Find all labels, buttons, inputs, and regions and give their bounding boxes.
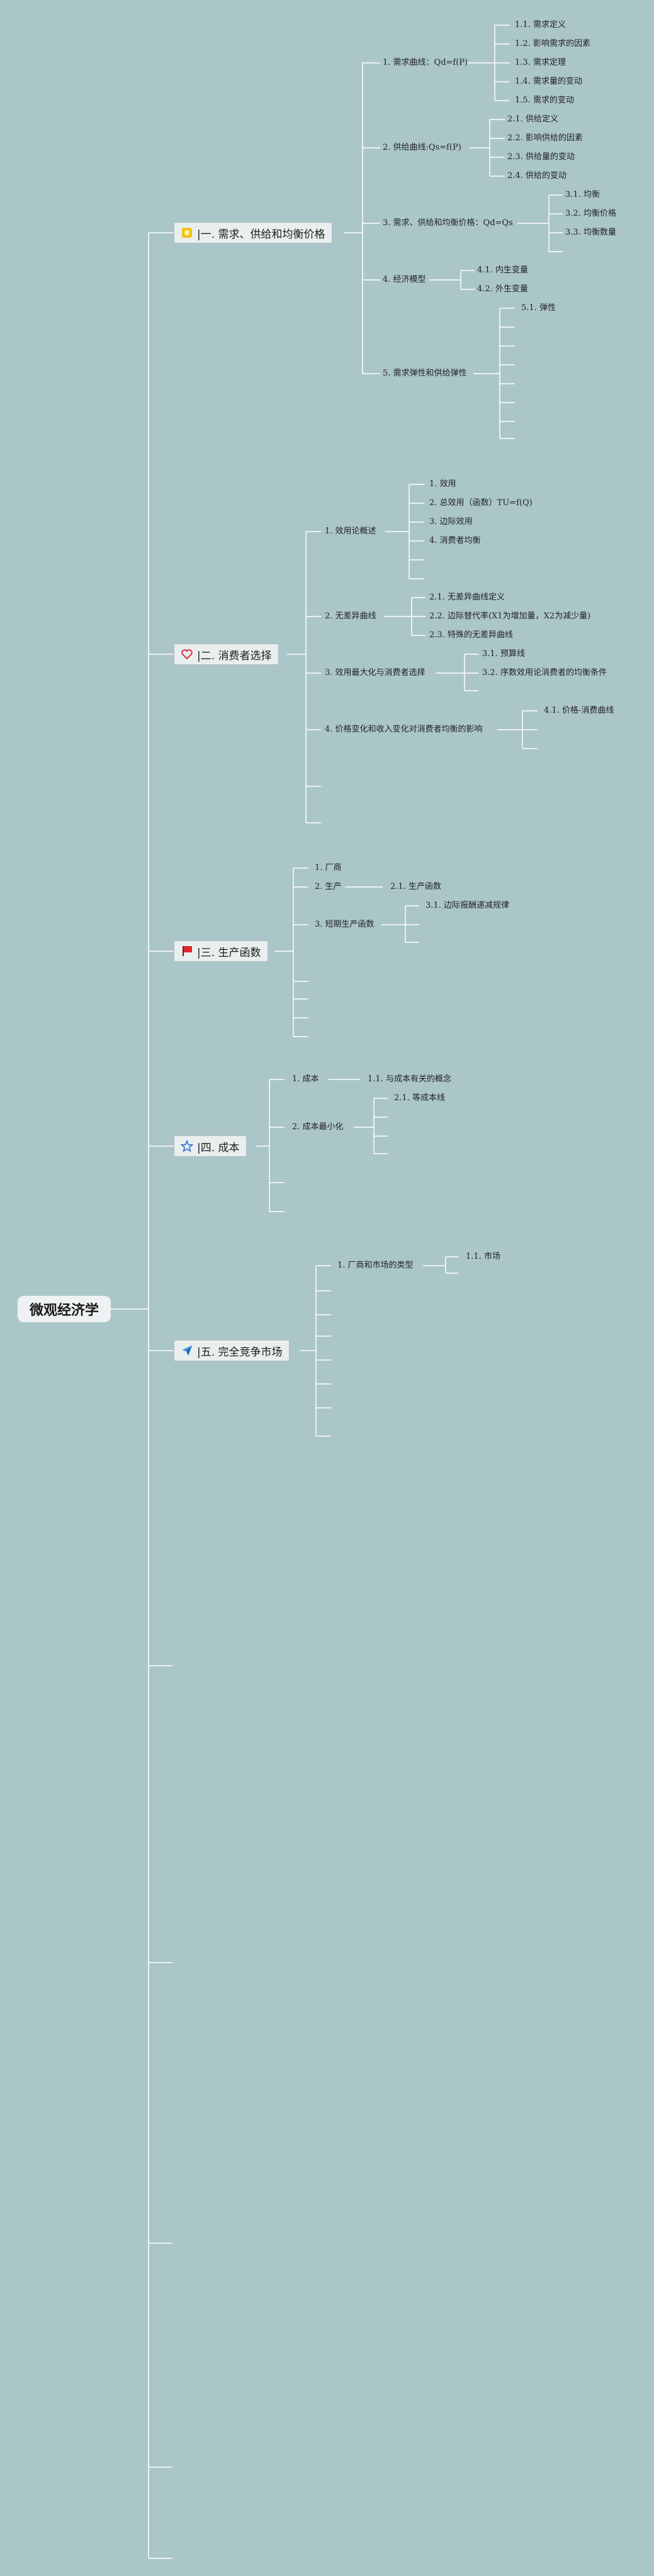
subtopic[interactable]: 3.3. 均衡数量 [565,228,616,237]
root-topic[interactable]: 微观经济学 [18,1296,111,1322]
category-consumer-choice[interactable]: |二. 消费者选择 [174,644,279,665]
subtopic[interactable]: 1.5. 需求的变动 [515,96,574,105]
subtopic[interactable]: 4. 消费者均衡 [429,536,481,545]
subtopic[interactable]: 2. 总效用（函数）TU=f(Q) [429,498,533,508]
subtopic[interactable]: 1.3. 需求定理 [515,58,566,67]
subtopic[interactable]: 1.1. 需求定义 [515,20,566,30]
topic-indifference-curve[interactable]: 2. 无差异曲线 [325,611,376,621]
subtopic[interactable]: 3.2. 序数效用论消费者的均衡条件 [482,668,607,677]
category-label: |五. 完全竞争市场 [197,1346,283,1359]
topic-production[interactable]: 2. 生产 [315,882,342,891]
topic-cost-minimization[interactable]: 2. 成本最小化 [292,1122,344,1132]
topic-cost[interactable]: 1. 成本 [292,1074,319,1084]
subtopic[interactable]: 1.2. 影响需求的因素 [515,39,590,48]
root-label: 微观经济学 [29,1303,99,1319]
category-label: |二. 消费者选择 [197,649,272,662]
subtopic[interactable]: 2.1. 生产函数 [390,882,441,891]
subtopic[interactable]: 3.2. 均衡价格 [565,209,616,218]
topic-demand-curve[interactable]: 1. 需求曲线：Qd=f(P) [383,58,468,67]
category-perfect-competition[interactable]: |五. 完全竞争市场 [174,1340,290,1361]
subtopic[interactable]: 2.1. 等成本线 [394,1093,445,1103]
topic-price-income-change[interactable]: 4. 价格变化和收入变化对消费者均衡的影响 [325,725,483,734]
topic-elasticity[interactable]: 5. 需求弹性和供给弹性 [383,369,467,378]
subtopic[interactable]: 2.1. 无差异曲线定义 [429,593,505,602]
subtopic[interactable]: 2.2. 影响供给的因素 [507,133,583,143]
subtopic[interactable]: 3.1. 预算线 [482,649,525,659]
subtopic[interactable]: 2.4. 供给的变动 [507,171,567,181]
subtopic[interactable]: 1.4. 需求量的变动 [515,77,582,86]
topic-economic-model[interactable]: 4. 经济模型 [383,275,426,284]
topic-equilibrium[interactable]: 3. 需求、供给和均衡价格：Qd=Qs [383,218,513,228]
sun-icon [181,226,193,239]
subtopic[interactable]: 2.3. 特殊的无差异曲线 [429,630,513,640]
subtopic[interactable]: 1. 效用 [429,479,456,489]
subtopic[interactable]: 3. 边际效用 [429,517,473,527]
subtopic[interactable]: 1.1. 市场 [466,1252,500,1261]
subtopic[interactable]: 4.2. 外生变量 [477,284,528,294]
topic-utility-overview[interactable]: 1. 效用论概述 [325,527,376,536]
flag-icon [181,945,193,957]
subtopic[interactable]: 2.1. 供给定义 [507,114,558,124]
subtopic[interactable]: 2.2. 边际替代率(X1为增加量，X2为减少量) [429,611,591,621]
topic-short-run-production[interactable]: 3. 短期生产函数 [315,920,375,929]
category-label: |一. 需求、供给和均衡价格 [197,228,325,241]
category-production[interactable]: |三. 生产函数 [174,940,268,962]
category-label: |四. 成本 [197,1141,240,1154]
topic-supply-curve[interactable]: 2. 供给曲线:Qs=f(P) [383,143,461,152]
topic-firm[interactable]: 1. 厂商 [315,863,342,873]
topic-utility-maximization[interactable]: 3. 效用最大化与消费者选择 [325,668,426,677]
subtopic[interactable]: 1.1. 与成本有关的概念 [368,1074,451,1084]
subtopic[interactable]: 3.1. 边际报酬递减规律 [426,901,509,910]
subtopic[interactable]: 2.3. 供给量的变动 [507,152,575,162]
subtopic[interactable]: 3.1. 均衡 [565,190,600,199]
heart-icon [181,648,193,661]
subtopic[interactable]: 4.1. 价格-消费曲线 [544,706,614,715]
subtopic[interactable]: 4.1. 内生变量 [477,265,528,275]
category-cost[interactable]: |四. 成本 [174,1135,247,1157]
topic-firm-market-types[interactable]: 1. 厂商和市场的类型 [337,1261,414,1270]
category-label: |三. 生产函数 [197,946,261,959]
category-demand-supply[interactable]: |一. 需求、供给和均衡价格 [174,222,332,243]
send-icon [181,1344,193,1357]
subtopic[interactable]: 5.1. 弹性 [521,303,556,313]
star-icon [180,1139,194,1152]
